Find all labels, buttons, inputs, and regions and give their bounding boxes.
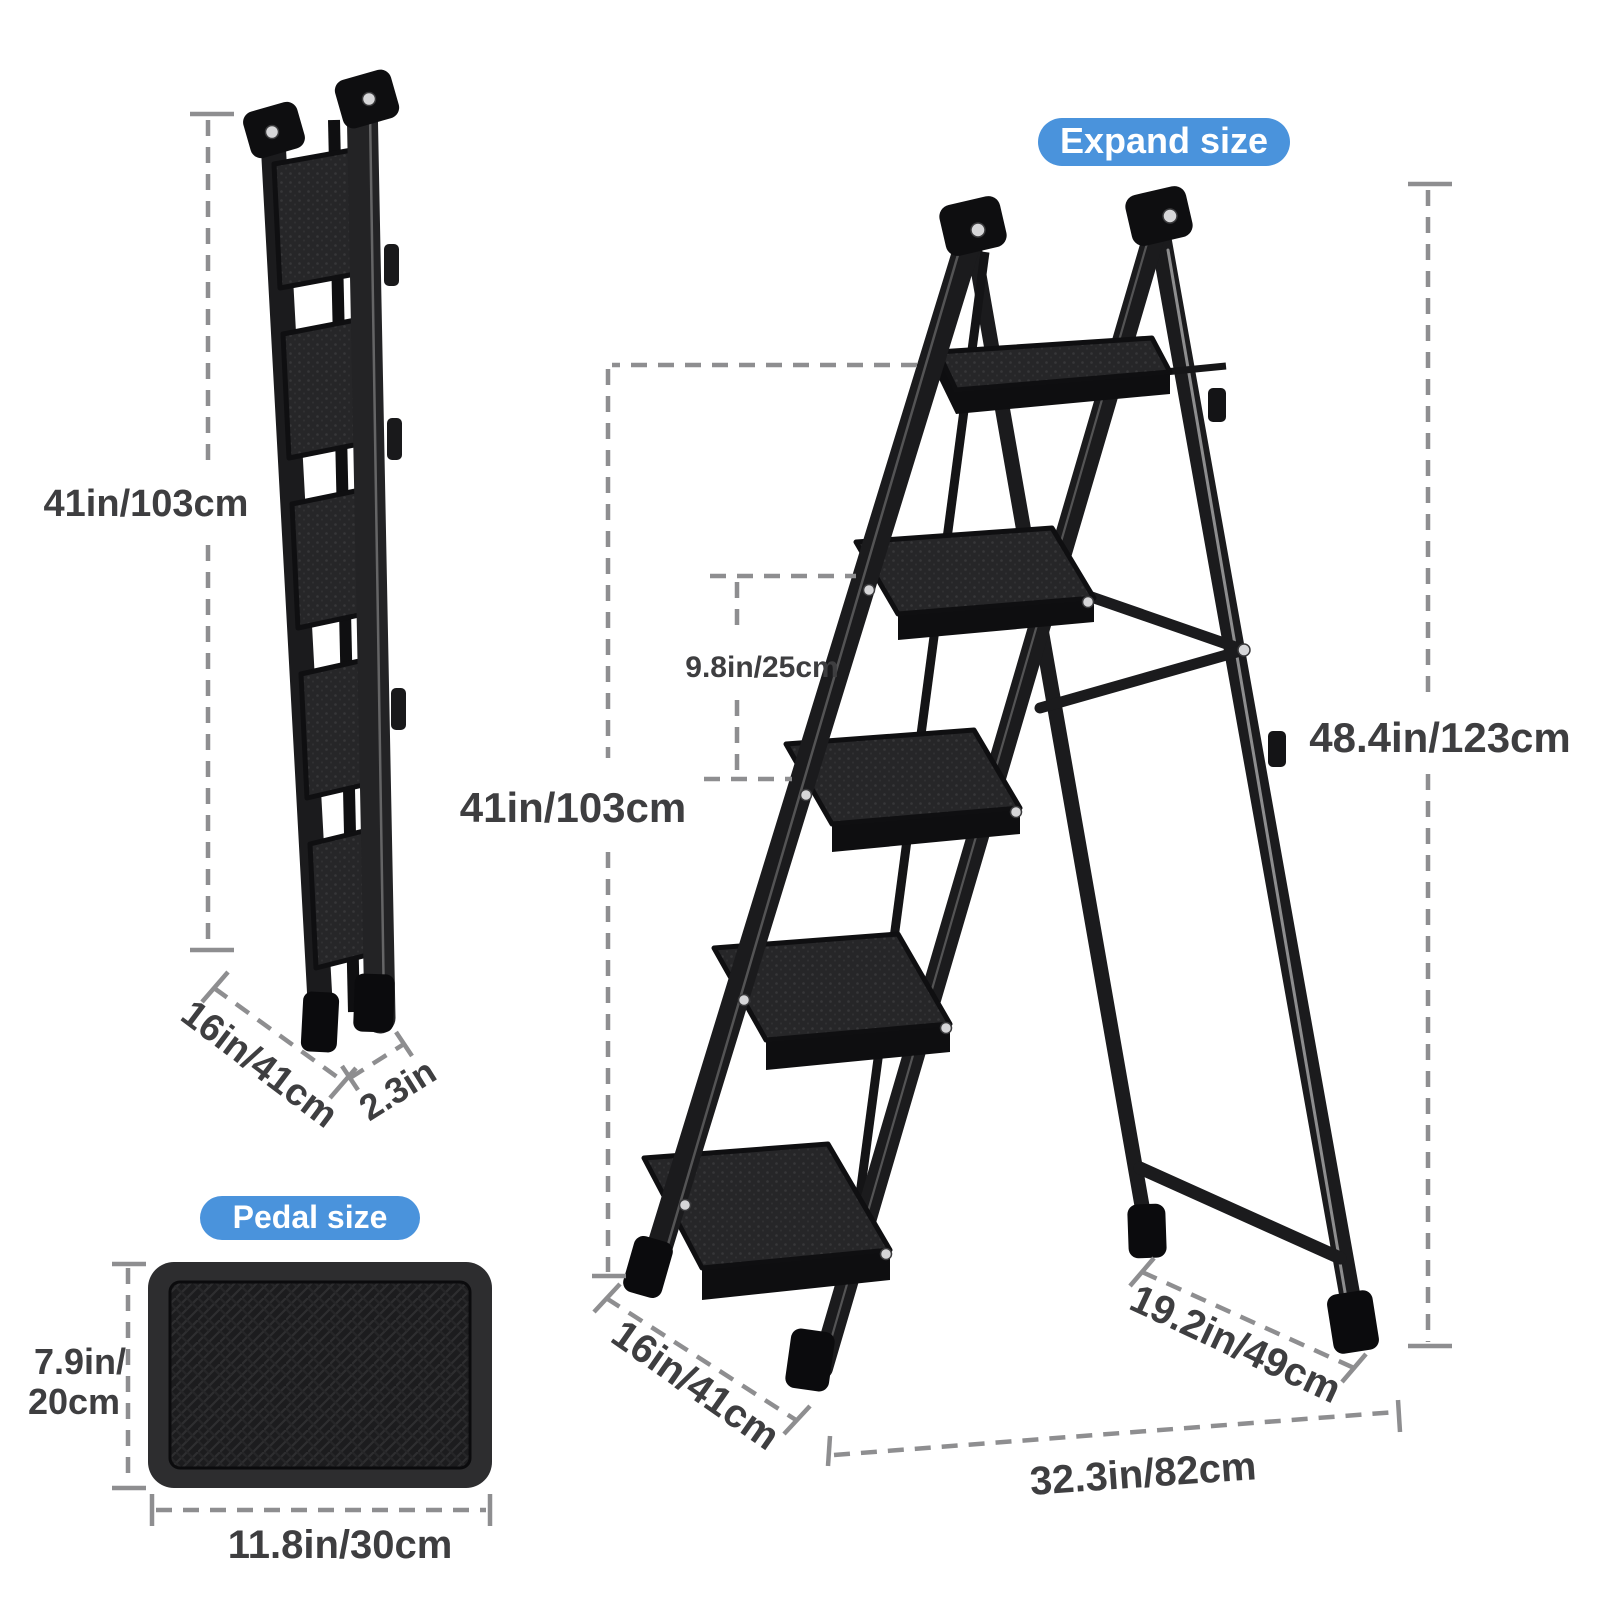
screw-icon (862, 583, 876, 597)
expand-size-badge: Expand size (1038, 118, 1290, 166)
step-1 (641, 1141, 893, 1300)
folded-foot (353, 973, 395, 1033)
rear-cross-bar (1133, 1161, 1347, 1265)
rear-leg-highlight (1166, 248, 1348, 1300)
step-edge (766, 1024, 950, 1070)
ladder-foot (623, 1235, 673, 1299)
screw-icon (737, 993, 751, 1007)
dim-tick (825, 1435, 833, 1467)
pedal-depth-label-line1: 7.9in/ (34, 1341, 126, 1382)
screw-icon (1009, 805, 1023, 819)
dim-tick (1340, 1352, 1368, 1384)
pedal-width-label: 11.8in/30cm (228, 1523, 453, 1567)
screw-icon (799, 788, 813, 802)
dim-tick (782, 1404, 812, 1436)
screw-icon (970, 222, 986, 238)
dim-base-depth: 32.3in/82cm (825, 1399, 1403, 1504)
ladder-foot (785, 1328, 835, 1392)
platform-tread (935, 335, 1173, 393)
dim-pedal-depth: 7.9in/ 20cm (28, 1261, 146, 1491)
dim-step-spacing: 9.8in/25cm (685, 573, 856, 782)
pedal-tread-surface (168, 1280, 472, 1470)
pedal-size-badge: Pedal size (200, 1196, 420, 1240)
screw-icon (1237, 643, 1251, 657)
dim-folded-thickness: 2.3in (340, 1030, 443, 1129)
screw-icon (1162, 208, 1178, 224)
latch-tab (1208, 388, 1226, 422)
dim-folded-height: 41in/103cm (44, 111, 249, 953)
folded-ladder-illustration (243, 69, 406, 1053)
platform-edge (956, 372, 1170, 414)
dim-expanded-width: 16in/41cm (592, 1282, 812, 1459)
rear-base-label: 19.2in/49cm (1123, 1276, 1347, 1412)
screw-icon (361, 91, 377, 107)
folded-hook-tab (387, 418, 402, 460)
folded-thickness-label: 2.3in (352, 1050, 443, 1128)
folded-hook-tab (391, 688, 406, 730)
front-left-rail (639, 217, 985, 1285)
folding-brace (1034, 644, 1250, 714)
folded-foot (300, 991, 340, 1053)
apex-cap (1125, 186, 1193, 246)
pedal-depth-label-line2: 20cm (28, 1381, 120, 1422)
badge-pill (1038, 118, 1290, 166)
step-tread (853, 525, 1097, 617)
step-spacing-label: 9.8in/25cm (685, 651, 838, 684)
screw-icon (879, 1247, 893, 1261)
dim-pedal-width: 11.8in/30cm (149, 1494, 493, 1567)
step-edge (832, 808, 1020, 852)
base-depth-label: 32.3in/82cm (1028, 1444, 1257, 1504)
screw-icon (264, 124, 280, 140)
dim-line (348, 1042, 406, 1080)
folded-height-label: 41in/103cm (44, 483, 249, 525)
dim-tick (394, 1030, 414, 1058)
dim-line (1141, 1269, 1355, 1371)
step-edge (702, 1250, 890, 1300)
screw-icon (939, 1021, 953, 1035)
dim-expanded-front-height: 41in/103cm (460, 362, 917, 1279)
badge-pill (200, 1196, 420, 1240)
screw-icon (1081, 595, 1095, 609)
expanded-front-height-label: 41in/103cm (460, 784, 687, 831)
leg-tab (1268, 731, 1286, 767)
ladder-foot (1327, 1290, 1379, 1354)
dim-line (604, 1296, 798, 1422)
dim-tick (1395, 1399, 1403, 1433)
front-rail-highlight (662, 246, 962, 1260)
pedal-size-badge-label: Pedal size (233, 1199, 388, 1235)
expanded-width-label: 16in/41cm (604, 1312, 788, 1459)
dim-line (833, 1409, 1397, 1458)
total-height-label: 48.4in/123cm (1309, 714, 1571, 761)
folded-hook-tab (384, 244, 399, 286)
ladder-foot (1127, 1203, 1167, 1259)
step-edge (898, 598, 1094, 640)
dim-tick (328, 1066, 358, 1100)
expanded-ladder-illustration (623, 186, 1379, 1392)
folded-right-rail (346, 81, 396, 1034)
screw-icon (678, 1198, 692, 1212)
dim-rear-base: 19.2in/49cm (1123, 1256, 1368, 1412)
expand-size-badge-label: Expand size (1060, 120, 1268, 161)
step-4 (853, 525, 1097, 640)
folded-rail-highlight (368, 110, 386, 1010)
pedal-illustration (148, 1262, 492, 1488)
top-platform (935, 335, 1173, 414)
dim-total-height: 48.4in/123cm (1309, 181, 1571, 1349)
